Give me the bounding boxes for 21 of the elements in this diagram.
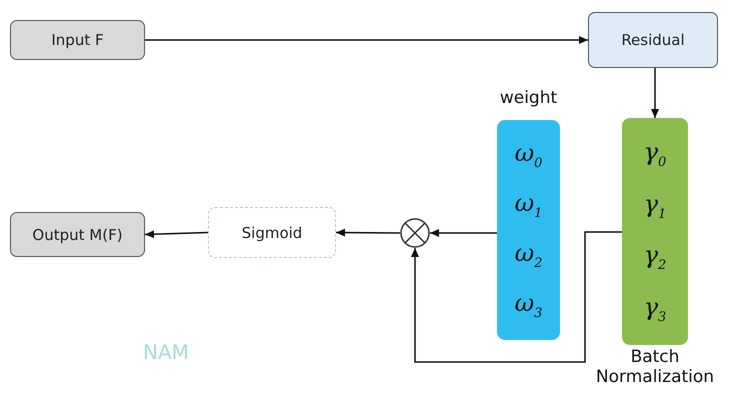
- process-box: Residual: [588, 12, 718, 68]
- parameter-symbol: ω$_{0}$: [514, 139, 542, 171]
- arrow: [145, 36, 588, 44]
- parameter-symbol: γ$_{1}$: [644, 190, 666, 222]
- parameter-symbol: ω$_{3}$: [514, 289, 542, 321]
- column-heading: weight: [498, 88, 558, 108]
- multiply-symbol: [400, 218, 430, 248]
- parameter-symbol: γ$_{2}$: [644, 241, 666, 274]
- parameter-symbol: γ$_{0}$: [644, 138, 666, 170]
- output-box: Output M(F): [10, 212, 145, 257]
- arrow: [336, 228, 400, 237]
- process-box: Sigmoid: [208, 207, 336, 258]
- arrow: [430, 229, 497, 237]
- arrow: [651, 68, 659, 118]
- parameter-symbol: ω$_{2}$: [514, 239, 542, 271]
- arrow: [144, 230, 208, 238]
- diagram-label: NAM: [143, 340, 189, 364]
- parameter-symbol: γ$_{3}$: [644, 293, 666, 326]
- input-box: Input F: [10, 20, 145, 60]
- parameter-symbol: ω$_{1}$: [514, 189, 542, 221]
- column-heading: Batch Normalization: [594, 347, 716, 388]
